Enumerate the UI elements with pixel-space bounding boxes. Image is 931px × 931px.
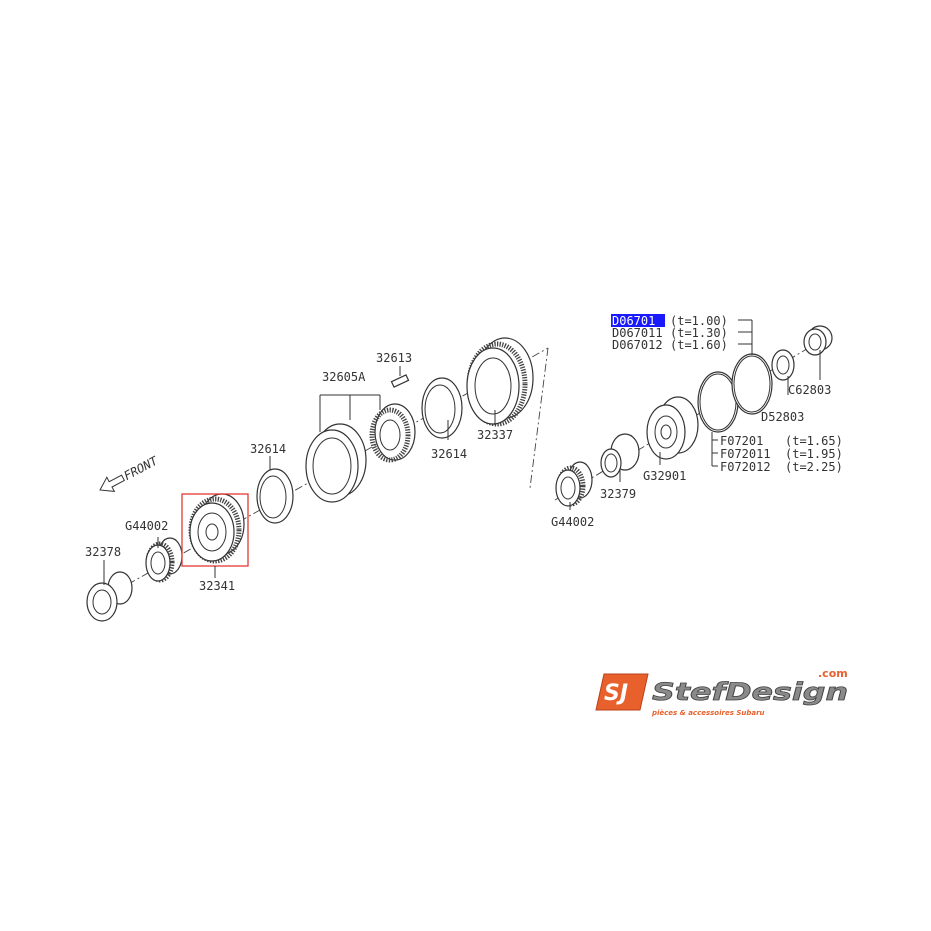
label-32378[interactable]: 32378: [85, 545, 121, 559]
label-32614-left[interactable]: 32614: [250, 442, 286, 456]
leader-lines: [103, 319, 821, 585]
logo-tagline: pièces & accessoires Subaru: [651, 709, 765, 717]
spec-F072012: (t=2.25): [785, 460, 843, 474]
label-D06701[interactable]: D06701: [612, 314, 655, 328]
front-label: FRONT: [121, 453, 160, 483]
label-32613[interactable]: 32613: [376, 351, 412, 365]
label-G44002-left[interactable]: G44002: [125, 519, 168, 533]
part-32614-right[interactable]: [421, 377, 463, 439]
part-hub[interactable]: [369, 403, 416, 463]
part-32613[interactable]: [390, 374, 410, 388]
label-D52803[interactable]: D52803: [761, 410, 804, 424]
part-32341[interactable]: [181, 493, 249, 567]
part-C62803[interactable]: [803, 325, 833, 356]
spec-F072011: (t=1.95): [785, 447, 843, 461]
logo-tld: .com: [818, 667, 848, 680]
part-G44002-left[interactable]: [145, 537, 183, 583]
label-32614-right[interactable]: 32614: [431, 447, 467, 461]
label-F072012[interactable]: F072012: [720, 460, 771, 474]
label-F072011[interactable]: F072011: [720, 447, 771, 461]
selected-label-highlight: [611, 314, 665, 327]
label-F07201[interactable]: F07201: [720, 434, 763, 448]
part-G44002-right[interactable]: [555, 461, 593, 507]
spec-D06701: (t=1.00): [670, 314, 728, 328]
stefdesign-logo: SJ StefDesign .com pièces & accessoires …: [595, 667, 848, 717]
part-32614-left[interactable]: [256, 468, 294, 524]
axis-link: [529, 347, 549, 489]
label-G44002-right[interactable]: G44002: [551, 515, 594, 529]
part-32337[interactable]: [466, 337, 534, 427]
label-32379[interactable]: 32379: [600, 487, 636, 501]
label-32341[interactable]: 32341: [199, 579, 235, 593]
part-D52803[interactable]: [771, 349, 795, 381]
front-direction-indicator: FRONT: [99, 453, 161, 493]
part-D06701-shim[interactable]: [731, 353, 773, 415]
part-32605A[interactable]: [305, 423, 367, 503]
logo-badge: [595, 673, 649, 711]
label-G32901[interactable]: G32901: [643, 469, 686, 483]
part-32378[interactable]: [86, 571, 133, 622]
spec-F07201: (t=1.65): [785, 434, 843, 448]
label-D067012[interactable]: D067012: [612, 338, 663, 352]
logo-brand: StefDesign: [652, 678, 848, 706]
front-arrow-icon: [99, 474, 126, 493]
part-G32901[interactable]: [646, 396, 699, 460]
spec-D067011: (t=1.30): [670, 326, 728, 340]
logo-monogram: SJ: [604, 681, 628, 706]
label-D067011[interactable]: D067011: [612, 326, 663, 340]
part-32379[interactable]: [600, 433, 640, 478]
label-32605A[interactable]: 32605A: [322, 370, 366, 384]
label-32337[interactable]: 32337: [477, 428, 513, 442]
label-C62803[interactable]: C62803: [788, 383, 831, 397]
spec-D067012: (t=1.60): [670, 338, 728, 352]
